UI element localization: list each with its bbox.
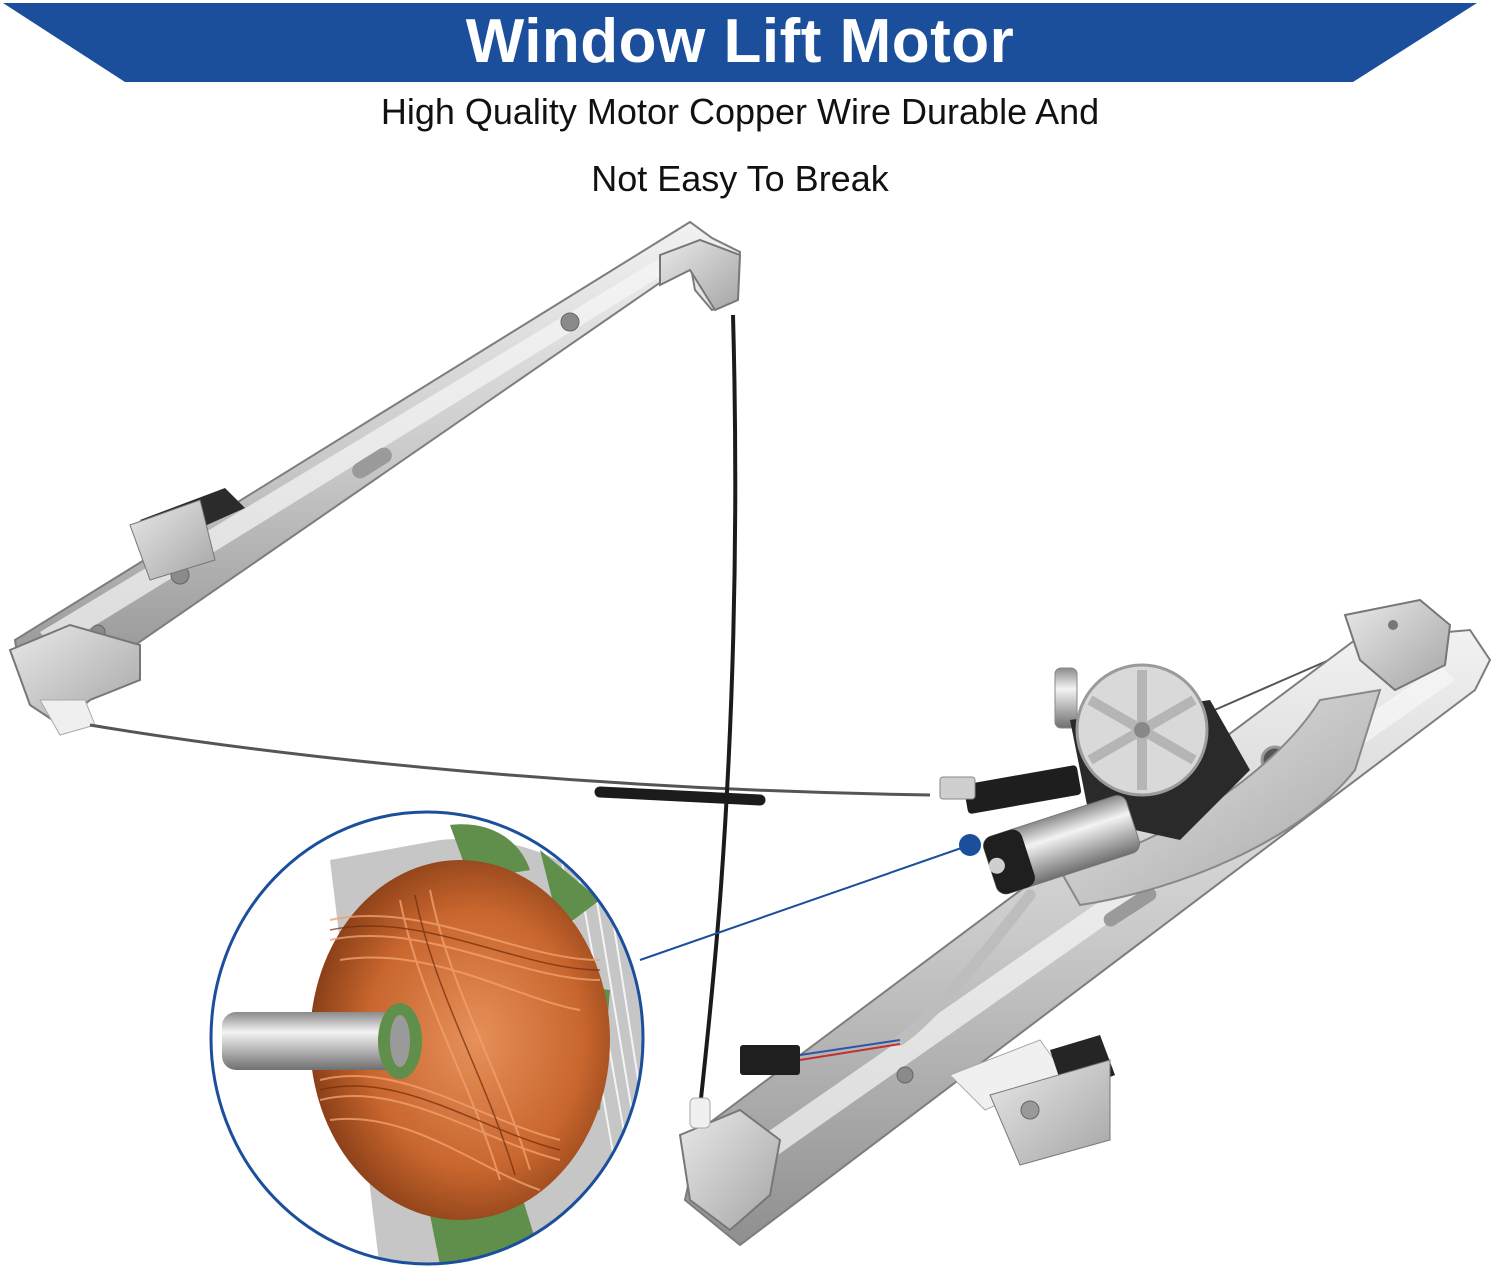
upper-guide-rail xyxy=(8,220,742,736)
banner-trapezoid-shape xyxy=(3,3,1477,82)
header-banner: Window Lift Motor xyxy=(0,0,1500,90)
wire-harness xyxy=(740,889,1036,1075)
regulator-cables xyxy=(89,314,1376,1109)
subtitle-line-2: Not Easy To Break xyxy=(591,158,889,199)
lower-guide-rail xyxy=(678,598,1492,1247)
copper-winding-callout xyxy=(209,810,645,1266)
banner-title: Window Lift Motor xyxy=(465,7,1015,76)
callout-dot-icon xyxy=(959,834,981,856)
subtitle-line-1: High Quality Motor Copper Wire Durable A… xyxy=(380,91,1100,132)
electrical-connector-icon xyxy=(740,1045,800,1075)
callout-pointer xyxy=(639,834,981,961)
window-motor xyxy=(939,663,1250,895)
